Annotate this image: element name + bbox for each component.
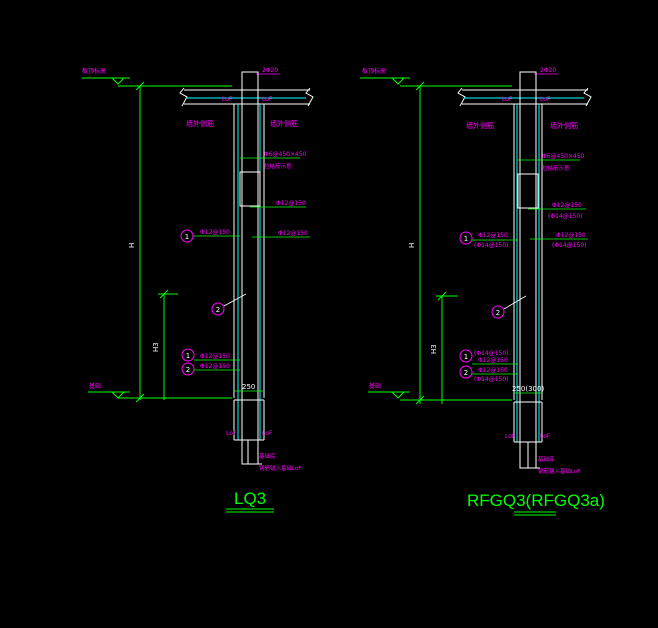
top-elevation-marker: 板顶标高 bbox=[82, 67, 130, 85]
outer-side-left: 墙外侧筋 bbox=[186, 119, 214, 128]
lof-top-left: LoF bbox=[222, 96, 233, 103]
circle-low-1: 1 bbox=[464, 353, 468, 361]
left-callouts: 1 Φ12@150 2 1 Φ12@150 2 Φ12@150 bbox=[180, 229, 247, 376]
circle-low-1: 1 bbox=[186, 352, 190, 360]
bottom-lap: LoF LoF 基础底 钢筋锚入基础LoF bbox=[505, 433, 581, 475]
h3-label: H3 bbox=[152, 342, 160, 352]
width-dimension: 250 bbox=[234, 383, 264, 392]
lof-bottom-right: LoF bbox=[262, 430, 273, 437]
bottom-elevation-marker: 基础 bbox=[368, 382, 410, 399]
top-elevation-label: 板顶标高 bbox=[82, 67, 106, 75]
foundation-note-2: 钢筋锚入基础LoF bbox=[538, 467, 581, 475]
rebar-left-1: Φ12@150 bbox=[478, 232, 508, 239]
foundation-note-2: 钢筋锚入基础LoF bbox=[259, 464, 302, 472]
width-dimension: 250(300) bbox=[512, 385, 544, 394]
top-bar-label: 2Φ20 bbox=[262, 67, 278, 74]
circle-low-2: 2 bbox=[464, 369, 468, 377]
bottom-elevation-label: 基础 bbox=[369, 382, 381, 390]
bottom-elevation-marker: 基础 bbox=[88, 382, 130, 399]
outer-side-right: 墙外侧筋 bbox=[270, 119, 298, 128]
rebar-low-2: Φ12@150 bbox=[200, 363, 230, 370]
lof-top-right: LoF bbox=[540, 96, 551, 103]
rebar-right-1b: (Φ14@150) bbox=[548, 213, 583, 220]
outer-side-right: 墙外侧筋 bbox=[550, 121, 578, 130]
rebar-left-1b: (Φ14@150) bbox=[474, 242, 509, 249]
rebar-low-1: (Φ14@150) bbox=[474, 350, 509, 357]
stirrup-label: Φ6@450×450 bbox=[542, 153, 585, 160]
left-callouts: 1 Φ12@150 (Φ14@150) 2 1 (Φ14@150) Φ12@15… bbox=[459, 231, 527, 383]
stirrup-label: Φ6@450×450 bbox=[264, 151, 307, 158]
title: RFGQ3(RFGQ3a) bbox=[467, 491, 605, 510]
top-bar-label: 2Φ20 bbox=[540, 67, 556, 74]
title: LQ3 bbox=[234, 489, 266, 508]
circle-2: 2 bbox=[216, 306, 220, 314]
h3-label: H3 bbox=[430, 344, 438, 354]
rebar-right-2: Φ12@150 bbox=[278, 230, 308, 237]
rebar-left-1: Φ12@150 bbox=[200, 229, 230, 236]
title-lq3: LQ3 bbox=[226, 489, 274, 513]
rebar-right-2b: (Φ14@150) bbox=[552, 242, 587, 249]
lof-top-left: LoF bbox=[502, 96, 513, 103]
stirrup-annotations: Φ6@450×450 拉结筋示意 Φ12@150 (Φ14@150) Φ12@1… bbox=[518, 153, 588, 249]
bottom-elevation-label: 基础 bbox=[89, 382, 101, 390]
height-label: H bbox=[408, 243, 416, 248]
height-label: H bbox=[128, 243, 136, 248]
height-dimension: H bbox=[118, 81, 232, 403]
detail-lq3: 板顶标高 基础 H H3 bbox=[82, 67, 314, 513]
lof-bottom-right: LoF bbox=[540, 433, 551, 440]
stirrup-annotations: Φ6@450×450 拉结筋示意 Φ12@150 Φ12@150 bbox=[240, 151, 310, 238]
rebar-low-2: Φ12@150 bbox=[478, 367, 508, 374]
rebar-low-1b: Φ12@150 bbox=[478, 357, 508, 364]
rebar-right-2: Φ12@150 bbox=[556, 232, 586, 239]
top-elevation-marker: 板顶标高 bbox=[360, 67, 410, 85]
h3-dimension: H3 bbox=[152, 289, 178, 400]
top-slab: 2Φ20 LoF LoF 墙外侧筋 墙外侧筋 bbox=[179, 67, 314, 128]
circle-1: 1 bbox=[185, 233, 189, 241]
title-rfgq3: RFGQ3(RFGQ3a) bbox=[467, 491, 605, 516]
bottom-lap: LoF LoF 基础底 钢筋锚入基础LoF bbox=[226, 430, 302, 472]
tie-label: 拉结筋示意 bbox=[542, 164, 570, 172]
circle-1: 1 bbox=[464, 235, 468, 243]
h3-dimension: H3 bbox=[430, 291, 458, 404]
rebar-low-1: Φ12@150 bbox=[200, 353, 230, 360]
circle-2: 2 bbox=[496, 309, 500, 317]
tie-label: 拉结筋示意 bbox=[264, 162, 292, 170]
top-elevation-label: 板顶标高 bbox=[362, 67, 386, 75]
rebar-right-1: Φ12@150 bbox=[552, 202, 582, 209]
foundation-note-1: 基础底 bbox=[538, 455, 555, 463]
lof-bottom-left: LoF bbox=[226, 430, 237, 437]
top-slab: 2Φ20 LoF LoF 墙外侧筋 墙外侧筋 bbox=[457, 67, 592, 130]
lof-top-right: LoF bbox=[262, 96, 273, 103]
lof-bottom-left: LoF bbox=[505, 433, 516, 440]
wall-body bbox=[233, 71, 265, 465]
rebar-low-2b: (Φ14@150) bbox=[474, 376, 509, 383]
detail-rfgq3: 板顶标高 基础 H H3 2Φ20 bbox=[360, 67, 605, 516]
width-label: 250 bbox=[242, 383, 255, 391]
outer-side-left: 墙外侧筋 bbox=[466, 121, 494, 130]
circle-low-2: 2 bbox=[186, 366, 190, 374]
width-label: 250(300) bbox=[512, 385, 544, 393]
wall-body bbox=[513, 71, 543, 469]
foundation-note-1: 基础底 bbox=[259, 452, 276, 460]
rebar-right-1: Φ12@150 bbox=[276, 200, 306, 207]
height-dimension: H bbox=[400, 81, 512, 405]
